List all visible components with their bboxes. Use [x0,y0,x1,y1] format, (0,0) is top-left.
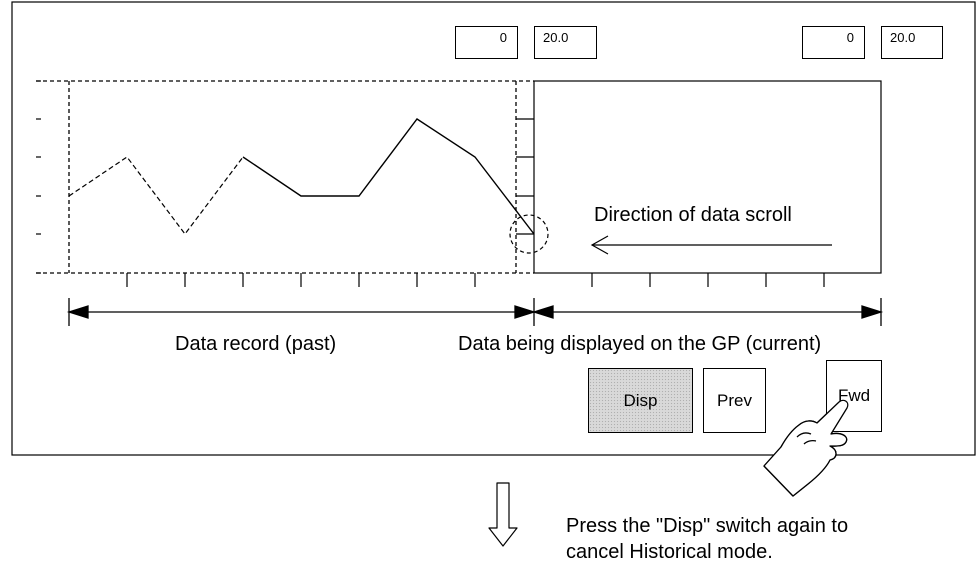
past-max-value-box: 20.0 [534,26,597,59]
instruction-note-line2: cancel Historical mode. [566,541,773,563]
current-x-ticks [591,273,825,287]
fwd-button-label: Fwd [837,386,871,405]
scroll-direction-arrow [590,235,832,255]
instruction-note-line1: Press the "Disp" switch again to [566,515,849,537]
past-right-ticks [516,118,534,235]
past-min-value-box: 0 [455,26,518,59]
disp-button[interactable]: Disp [588,368,693,433]
past-span-arrow [66,298,537,326]
scroll-point-marker [509,214,549,254]
past-y-ticks [36,80,41,274]
past-min-value: 0 [499,30,507,45]
current-display-label: Data being displayed on the GP (current) [458,333,822,355]
current-span-arrow [531,298,884,326]
down-arrow-icon [488,482,518,547]
current-min-value: 0 [846,30,854,45]
current-max-value: 20.0 [890,30,916,45]
current-min-value-box: 0 [802,26,865,59]
trend-line-current [242,118,535,235]
past-max-value: 20.0 [543,30,569,45]
past-record-label: Data record (past) [175,333,337,355]
past-x-ticks [126,273,476,287]
panel-border [11,1,976,456]
current-max-value-box: 20.0 [881,26,943,59]
scroll-direction-label: Direction of data scroll [594,204,792,226]
fwd-button[interactable]: Fwd [826,360,882,432]
disp-button-label: Disp [623,390,658,410]
prev-button[interactable]: Prev [703,368,766,433]
past-record-frame [36,80,534,274]
prev-button-label: Prev [717,390,752,410]
trend-line-past [68,156,244,235]
